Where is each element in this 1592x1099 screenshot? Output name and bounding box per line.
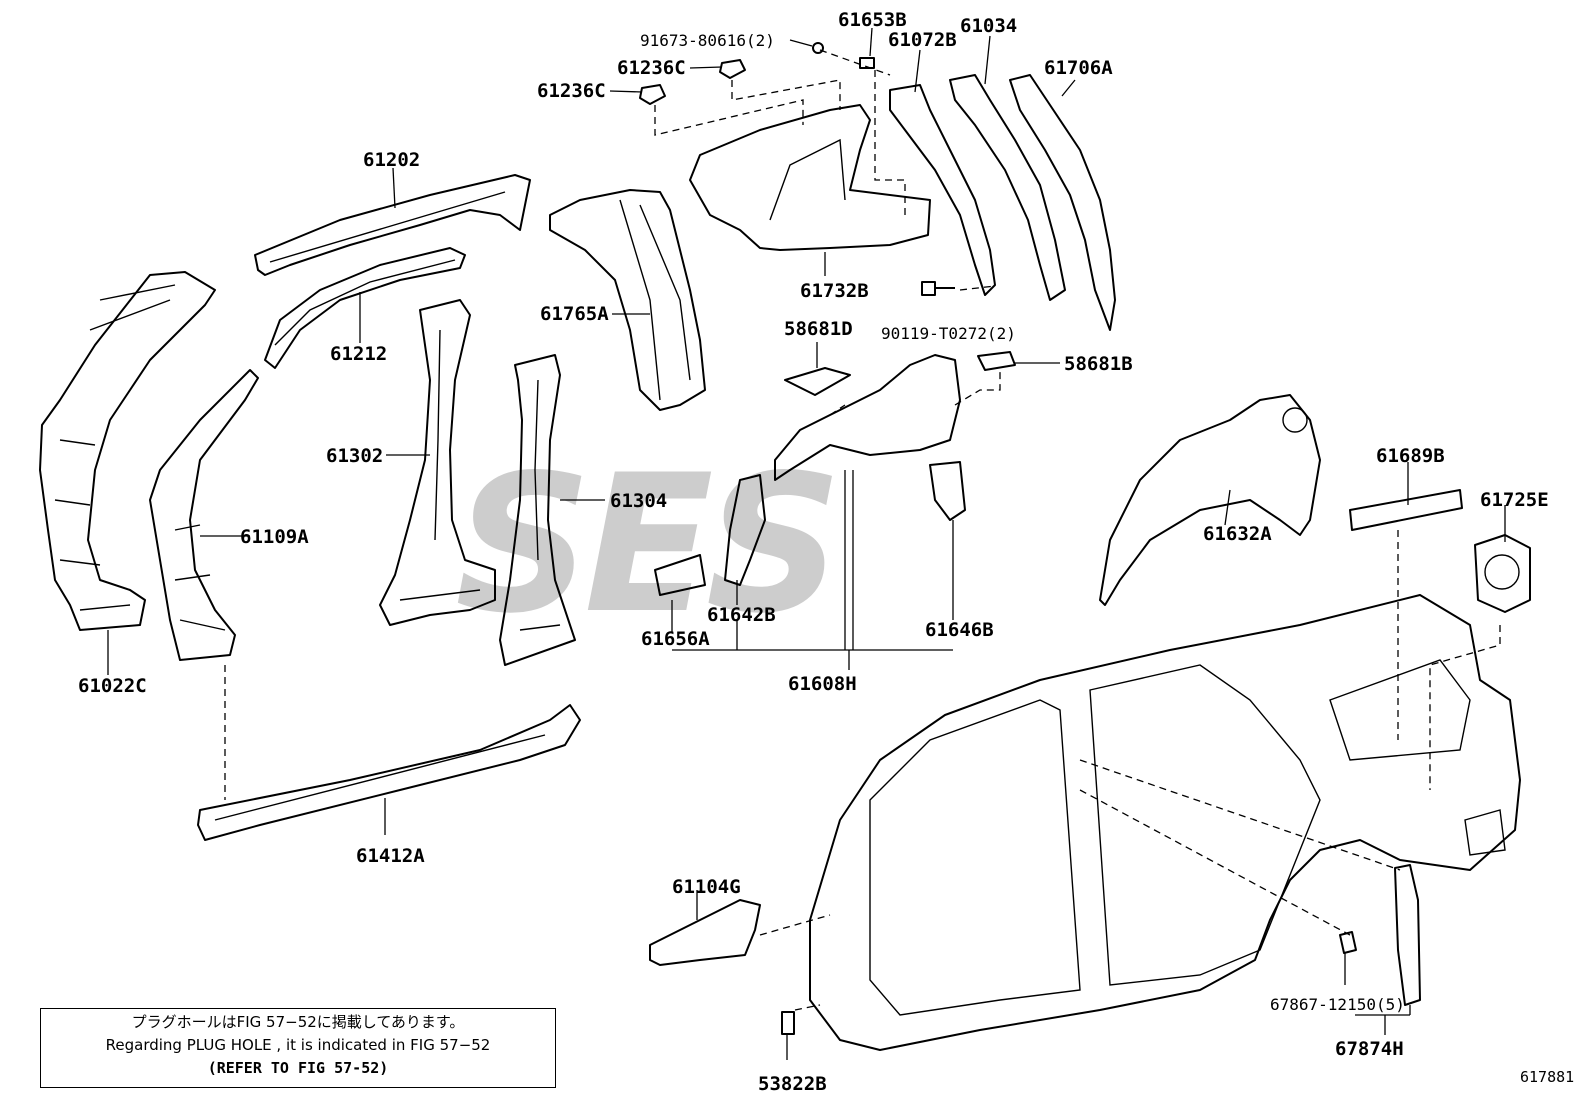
- clip-67867-drawing[interactable]: [1339, 931, 1357, 954]
- part-53822B-drawing[interactable]: [781, 1011, 795, 1035]
- label-61109A[interactable]: 61109A: [240, 526, 309, 548]
- label-58681B[interactable]: 58681B: [1064, 353, 1133, 375]
- part-61608H-drawing[interactable]: [654, 354, 966, 596]
- part-61632A-drawing[interactable]: [1099, 394, 1321, 606]
- dashed-lines: [224, 49, 1501, 1011]
- label-61412A[interactable]: 61412A: [356, 845, 425, 867]
- label-61202[interactable]: 61202: [363, 149, 420, 171]
- label-61104G[interactable]: 61104G: [672, 876, 741, 898]
- part-61072B-drawing[interactable]: [889, 84, 996, 296]
- label-58681D[interactable]: 58681D: [784, 318, 853, 340]
- leader-lines: [107, 27, 1506, 1060]
- bolt-90119-drawing[interactable]: [921, 281, 955, 296]
- figure-code: 617881: [1520, 1068, 1575, 1086]
- label-61653B[interactable]: 61653B: [838, 9, 907, 31]
- label-61304[interactable]: 61304: [610, 490, 667, 512]
- clip-61653B-drawing[interactable]: [859, 57, 875, 69]
- part-61034-drawing[interactable]: [949, 74, 1066, 301]
- part-61302-drawing[interactable]: [379, 299, 496, 626]
- part-61109A-drawing[interactable]: [149, 369, 259, 661]
- body-side-outer-panel-drawing[interactable]: [809, 594, 1521, 1051]
- label-61725E[interactable]: 61725E: [1480, 489, 1549, 511]
- clip-91673-drawing[interactable]: [812, 42, 824, 54]
- label-90119-T0272[interactable]: 90119-T0272(2): [881, 324, 1016, 343]
- note-line-english: Regarding PLUG HOLE , it is indicated in…: [105, 1036, 491, 1054]
- label-61022C[interactable]: 61022C: [78, 675, 147, 697]
- part-61706A-drawing[interactable]: [1009, 74, 1116, 331]
- part-61765A-drawing[interactable]: [549, 189, 706, 411]
- pad-58681B-drawing[interactable]: [977, 351, 1016, 371]
- label-61236C-a[interactable]: 61236C: [617, 57, 686, 79]
- part-61732B-drawing[interactable]: [689, 104, 931, 251]
- plug-hole-note: プラグホールはFIG 57−52に掲載してあります。 Regarding PLU…: [40, 1008, 556, 1088]
- part-61412A-drawing[interactable]: [197, 704, 581, 841]
- note-line-refer: (REFER TO FIG 57-52): [207, 1059, 389, 1077]
- label-61646B[interactable]: 61646B: [925, 619, 994, 641]
- part-61212-drawing[interactable]: [264, 247, 466, 369]
- label-61656A[interactable]: 61656A: [641, 628, 710, 650]
- part-61022C-drawing[interactable]: [39, 271, 216, 631]
- label-61608H[interactable]: 61608H: [788, 673, 857, 695]
- label-61689B[interactable]: 61689B: [1376, 445, 1445, 467]
- label-61302[interactable]: 61302: [326, 445, 383, 467]
- part-61689B-drawing[interactable]: [1349, 489, 1463, 531]
- label-61072B[interactable]: 61072B: [888, 29, 957, 51]
- part-61304-drawing[interactable]: [499, 354, 576, 666]
- label-67874H[interactable]: 67874H: [1335, 1038, 1404, 1060]
- pad-58681D-drawing[interactable]: [784, 367, 851, 396]
- label-53822B[interactable]: 53822B: [758, 1073, 827, 1095]
- note-line-japanese: プラグホールはFIG 57−52に掲載してあります。: [131, 1013, 465, 1031]
- label-61706A[interactable]: 61706A: [1044, 57, 1113, 79]
- label-61642B[interactable]: 61642B: [707, 604, 776, 626]
- label-61212[interactable]: 61212: [330, 343, 387, 365]
- clip-61236C-a-drawing[interactable]: [719, 59, 746, 79]
- clip-61236C-b-drawing[interactable]: [639, 84, 666, 105]
- part-61725E-drawing[interactable]: [1474, 534, 1531, 613]
- label-67867-12150[interactable]: 67867-12150(5): [1270, 995, 1405, 1014]
- label-91673-80616[interactable]: 91673-80616(2): [640, 31, 775, 50]
- label-61632A[interactable]: 61632A: [1203, 523, 1272, 545]
- part-61202-drawing[interactable]: [254, 174, 531, 276]
- part-61104G-drawing[interactable]: [649, 899, 761, 966]
- label-61765A[interactable]: 61765A: [540, 303, 609, 325]
- label-61034[interactable]: 61034: [960, 15, 1017, 37]
- label-61732B[interactable]: 61732B: [800, 280, 869, 302]
- watermark: SES: [455, 434, 834, 655]
- part-67874H-drawing[interactable]: [1394, 864, 1421, 1006]
- label-61236C-b[interactable]: 61236C: [537, 80, 606, 102]
